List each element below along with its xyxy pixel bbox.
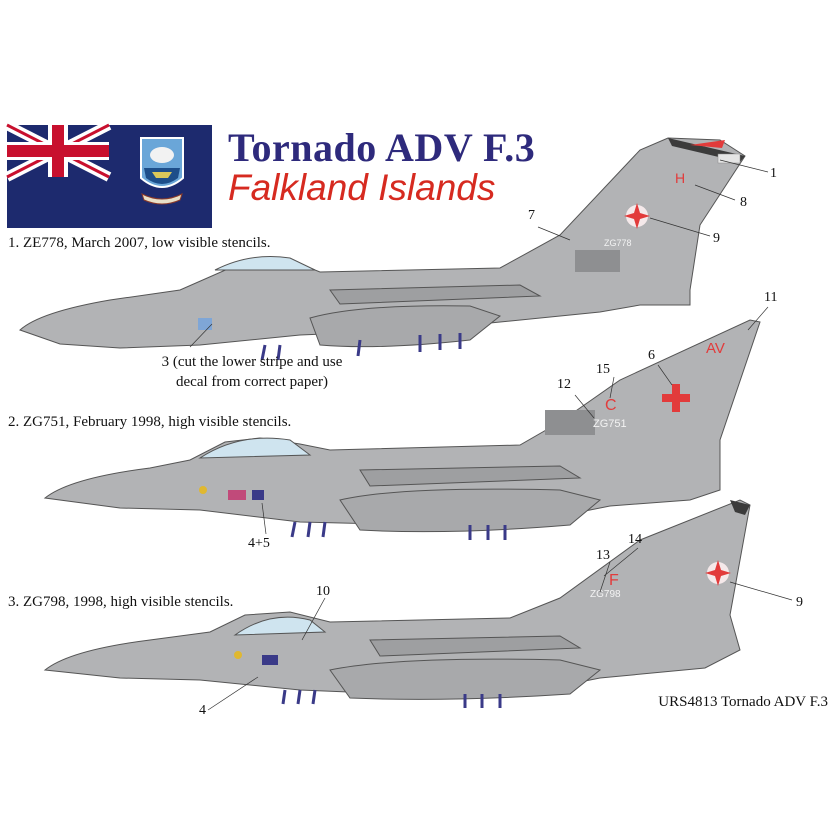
- callout-14: 14: [628, 532, 642, 547]
- aircraft-3-serial: ZG798: [590, 589, 621, 600]
- callout-4: 4: [199, 703, 206, 718]
- callout-7: 7: [528, 208, 535, 223]
- aircraft-2-caption: 2. ZG751, February 1998, high visible st…: [8, 414, 292, 430]
- aircraft-3-illustration: F ZG798: [43, 499, 751, 708]
- callout-leaders: [189, 159, 793, 711]
- page-title: Tornado ADV F.3: [228, 125, 536, 170]
- callout-9-bottom: 9: [796, 595, 803, 610]
- aircraft-1-serial: ZG778: [604, 238, 632, 248]
- aircraft-2-tail-code: C: [605, 397, 617, 414]
- callout-12: 12: [557, 377, 571, 392]
- callout-15: 15: [596, 362, 610, 377]
- page-subtitle: Falkland Islands: [228, 167, 496, 208]
- decal-note-line-2: decal from correct paper): [176, 374, 328, 390]
- callout-8: 8: [740, 195, 747, 210]
- aircraft-1-tail-code: H: [675, 170, 685, 186]
- callout-6: 6: [648, 348, 655, 363]
- aircraft-1-caption: 1. ZE778, March 2007, low visible stenci…: [8, 235, 271, 251]
- aircraft-1-illustration: H ZG778: [19, 137, 746, 361]
- callout-1: 1: [770, 166, 777, 181]
- aircraft-3-tail-code: F: [609, 572, 619, 589]
- callout-13: 13: [596, 548, 610, 563]
- product-code-footer: URS4813 Tornado ADV F.3: [658, 694, 828, 710]
- decal-note-line-1: 3 (cut the lower stripe and use: [161, 354, 343, 370]
- callout-9-top: 9: [713, 231, 720, 246]
- aircraft-2-illustration: AV C ZG751: [43, 319, 761, 540]
- aircraft-2-fin-code: AV: [706, 340, 725, 357]
- callout-11: 11: [764, 290, 778, 305]
- falkland-islands-flag: [4, 120, 212, 228]
- aircraft-3-caption: 3. ZG798, 1998, high visible stencils.: [8, 594, 234, 610]
- callout-4-5: 4+5: [248, 536, 270, 551]
- aircraft-2-serial: ZG751: [593, 418, 627, 430]
- decal-note: 3 (cut the lower stripe and use decal fr…: [142, 352, 362, 392]
- callout-10: 10: [316, 584, 330, 599]
